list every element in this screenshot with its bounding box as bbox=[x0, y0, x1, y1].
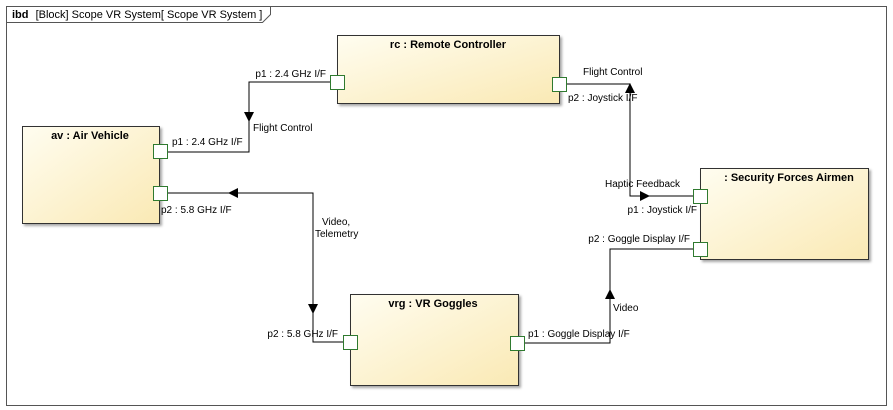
port-labels: p1 : 2.4 GHz I/F p2 : Joystick I/F p1 : … bbox=[161, 69, 697, 340]
flow-arrow-right-haptic bbox=[640, 191, 650, 201]
port-rc-p1[interactable] bbox=[330, 75, 345, 90]
block-air-vehicle[interactable]: av : Air Vehicle bbox=[22, 126, 160, 224]
port-vrg-p2[interactable] bbox=[343, 335, 358, 350]
flow-arrow-up-video bbox=[605, 289, 615, 299]
flow-label-flight-control-right: Flight Control bbox=[583, 67, 642, 78]
frame-title: [Block] Scope VR System[ Scope VR System… bbox=[36, 9, 263, 21]
port-sf-p1[interactable] bbox=[693, 189, 708, 204]
port-label-av-p2: p2 : 5.8 GHz I/F bbox=[161, 205, 232, 216]
svg-text:ibd [Block] Scope VR Sys: ibd [Block] Scope VR System[ Scope VR Sy… bbox=[12, 9, 262, 21]
port-label-sf-p2: p2 : Goggle Display I/F bbox=[588, 234, 690, 245]
block-remote-controller[interactable]: rc : Remote Controller bbox=[337, 35, 560, 104]
block-security-forces-airmen[interactable]: : Security Forces Airmen bbox=[700, 168, 869, 260]
flow-labels: Flight Control Flight Control Haptic Fee… bbox=[253, 67, 681, 314]
port-sf-p2[interactable] bbox=[693, 242, 708, 257]
port-label-sf-p1: p1 : Joystick I/F bbox=[628, 205, 697, 216]
block-body[interactable] bbox=[337, 35, 560, 104]
block-title: : Security Forces Airmen bbox=[724, 172, 854, 184]
port-rc-p2[interactable] bbox=[552, 77, 567, 92]
port-av-p1[interactable] bbox=[153, 144, 168, 159]
flow-arrow-left-video-telemetry bbox=[228, 188, 238, 198]
port-av-p2[interactable] bbox=[153, 186, 168, 201]
port-vrg-p1[interactable] bbox=[510, 336, 525, 351]
block-title: vrg : VR Goggles bbox=[388, 298, 477, 310]
flow-arrow-down-video-telemetry bbox=[308, 304, 318, 314]
flow-label-flight-control-left: Flight Control bbox=[253, 123, 312, 134]
block-body[interactable] bbox=[350, 294, 519, 386]
block-vr-goggles[interactable]: vrg : VR Goggles bbox=[350, 294, 519, 386]
block-body[interactable] bbox=[700, 168, 869, 260]
port-label-vrg-p2: p2 : 5.8 GHz I/F bbox=[267, 329, 338, 340]
block-body[interactable] bbox=[22, 126, 160, 224]
port-label-vrg-p1: p1 : Goggle Display I/F bbox=[528, 329, 630, 340]
flow-arrows bbox=[228, 83, 650, 314]
flow-label-video-telemetry-line2: Telemetry bbox=[315, 229, 358, 240]
connector-video-telemetry[interactable] bbox=[166, 192, 345, 343]
block-title: av : Air Vehicle bbox=[51, 130, 129, 142]
block-title: rc : Remote Controller bbox=[390, 39, 507, 51]
flow-arrow-down-flight-control bbox=[244, 112, 254, 122]
port-label-av-p1: p1 : 2.4 GHz I/F bbox=[172, 137, 243, 148]
flow-label-haptic-feedback: Haptic Feedback bbox=[605, 179, 681, 190]
frame-tab bbox=[6, 6, 271, 23]
flow-arrow-up-flight-control bbox=[625, 83, 635, 93]
connector-joystick[interactable] bbox=[566, 83, 694, 197]
flow-label-video: Video bbox=[613, 303, 639, 314]
frame-keyword: ibd bbox=[12, 9, 29, 21]
ports bbox=[153, 75, 708, 351]
port-label-rc-p1: p1 : 2.4 GHz I/F bbox=[255, 69, 326, 80]
port-label-rc-p2: p2 : Joystick I/F bbox=[568, 93, 637, 104]
flow-label-video-telemetry-line1: Video, bbox=[322, 217, 350, 228]
